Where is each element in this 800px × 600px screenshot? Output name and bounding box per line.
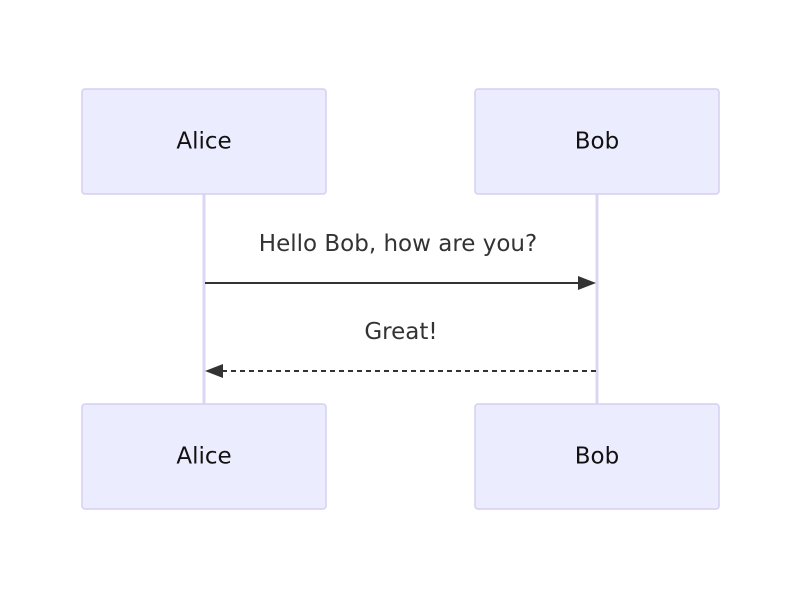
actor-label: Bob [575,444,619,470]
message-label: Hello Bob, how are you? [259,231,537,257]
actor-bob-bottom: Bob [474,403,720,510]
actor-alice-top: Alice [81,88,327,195]
actor-label: Bob [575,129,619,155]
actor-alice-bottom: Alice [81,403,327,510]
actor-label: Alice [176,444,231,470]
arrowhead-left-icon [205,364,223,378]
message-great: Great! [205,319,596,378]
message-label: Great! [364,319,437,345]
arrowhead-right-icon [578,276,596,290]
message-hello: Hello Bob, how are you? [205,231,596,290]
actor-label: Alice [176,129,231,155]
actor-bob-top: Bob [474,88,720,195]
